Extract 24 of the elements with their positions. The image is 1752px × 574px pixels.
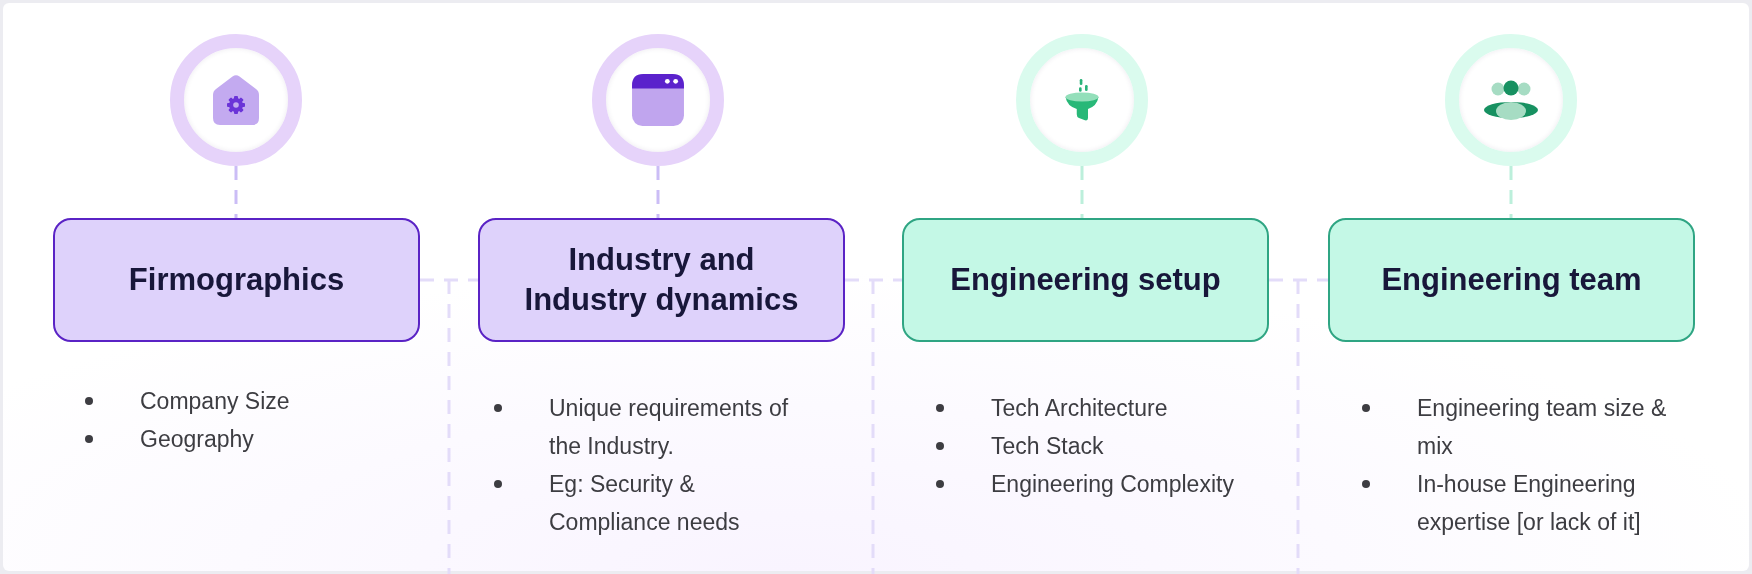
list-item: Tech Architecture bbox=[991, 394, 1169, 423]
dashed-connector bbox=[845, 278, 902, 282]
list-item: In-house Engineering expertise [or lack of it] bbox=[1417, 470, 1642, 537]
category-box bbox=[53, 218, 420, 342]
list-item: Engineering Complexity bbox=[991, 470, 1235, 499]
box-title: Industry and Industry dynamics bbox=[523, 241, 800, 319]
list-item: Eg: Security & Compliance needs bbox=[549, 470, 741, 537]
list-item: Unique requirements of the Industry. bbox=[549, 394, 790, 461]
dashed-connector bbox=[1080, 166, 1084, 218]
dashed-connector bbox=[1269, 278, 1328, 282]
list-item: Geography bbox=[140, 425, 255, 454]
dashed-connector bbox=[1509, 166, 1513, 218]
category-box bbox=[478, 218, 845, 342]
dashed-connector bbox=[656, 166, 660, 218]
category-box bbox=[1328, 218, 1695, 342]
dashed-connector bbox=[420, 278, 478, 282]
category-box bbox=[902, 218, 1269, 342]
list-item: Tech Stack bbox=[991, 432, 1105, 461]
dashed-connector bbox=[234, 166, 238, 218]
list-item: Engineering team size & mix bbox=[1417, 394, 1668, 461]
box-title: Engineering team bbox=[1381, 261, 1642, 299]
list-item: Company Size bbox=[140, 387, 291, 416]
box-title: Engineering setup bbox=[950, 261, 1221, 299]
box-title: Firmographics bbox=[128, 261, 345, 299]
